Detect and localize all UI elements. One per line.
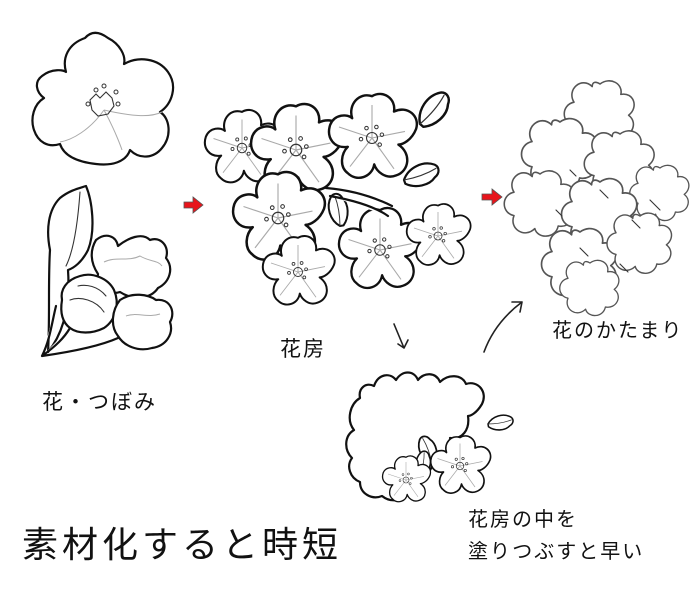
- page-title: 素材化すると時短: [22, 525, 343, 566]
- label-fill-note: 花房の中を 塗りつぶすと早い: [468, 503, 644, 567]
- filled-flower-cluster: [345, 371, 516, 503]
- hand-drawn-arrow-up-icon: [483, 301, 523, 353]
- flower-mass-silhouette: [503, 80, 690, 317]
- label-flower-bud: 花・つぼみ: [42, 390, 157, 414]
- single-cherry-blossom: [31, 31, 175, 166]
- red-arrow-right-icon: [183, 196, 204, 214]
- fill-note-line-1: 花房の中を: [468, 507, 578, 531]
- hand-drawn-arrow-down-icon: [393, 323, 409, 349]
- label-flower-mass: 花のかたまり: [552, 318, 684, 342]
- fill-note-line-2: 塗りつぶすと早い: [468, 539, 645, 563]
- red-arrow-right-icon: [481, 188, 503, 206]
- label-flower-cluster: 花房: [280, 337, 326, 361]
- flower-cluster: [203, 86, 472, 306]
- cherry-buds: [40, 184, 174, 358]
